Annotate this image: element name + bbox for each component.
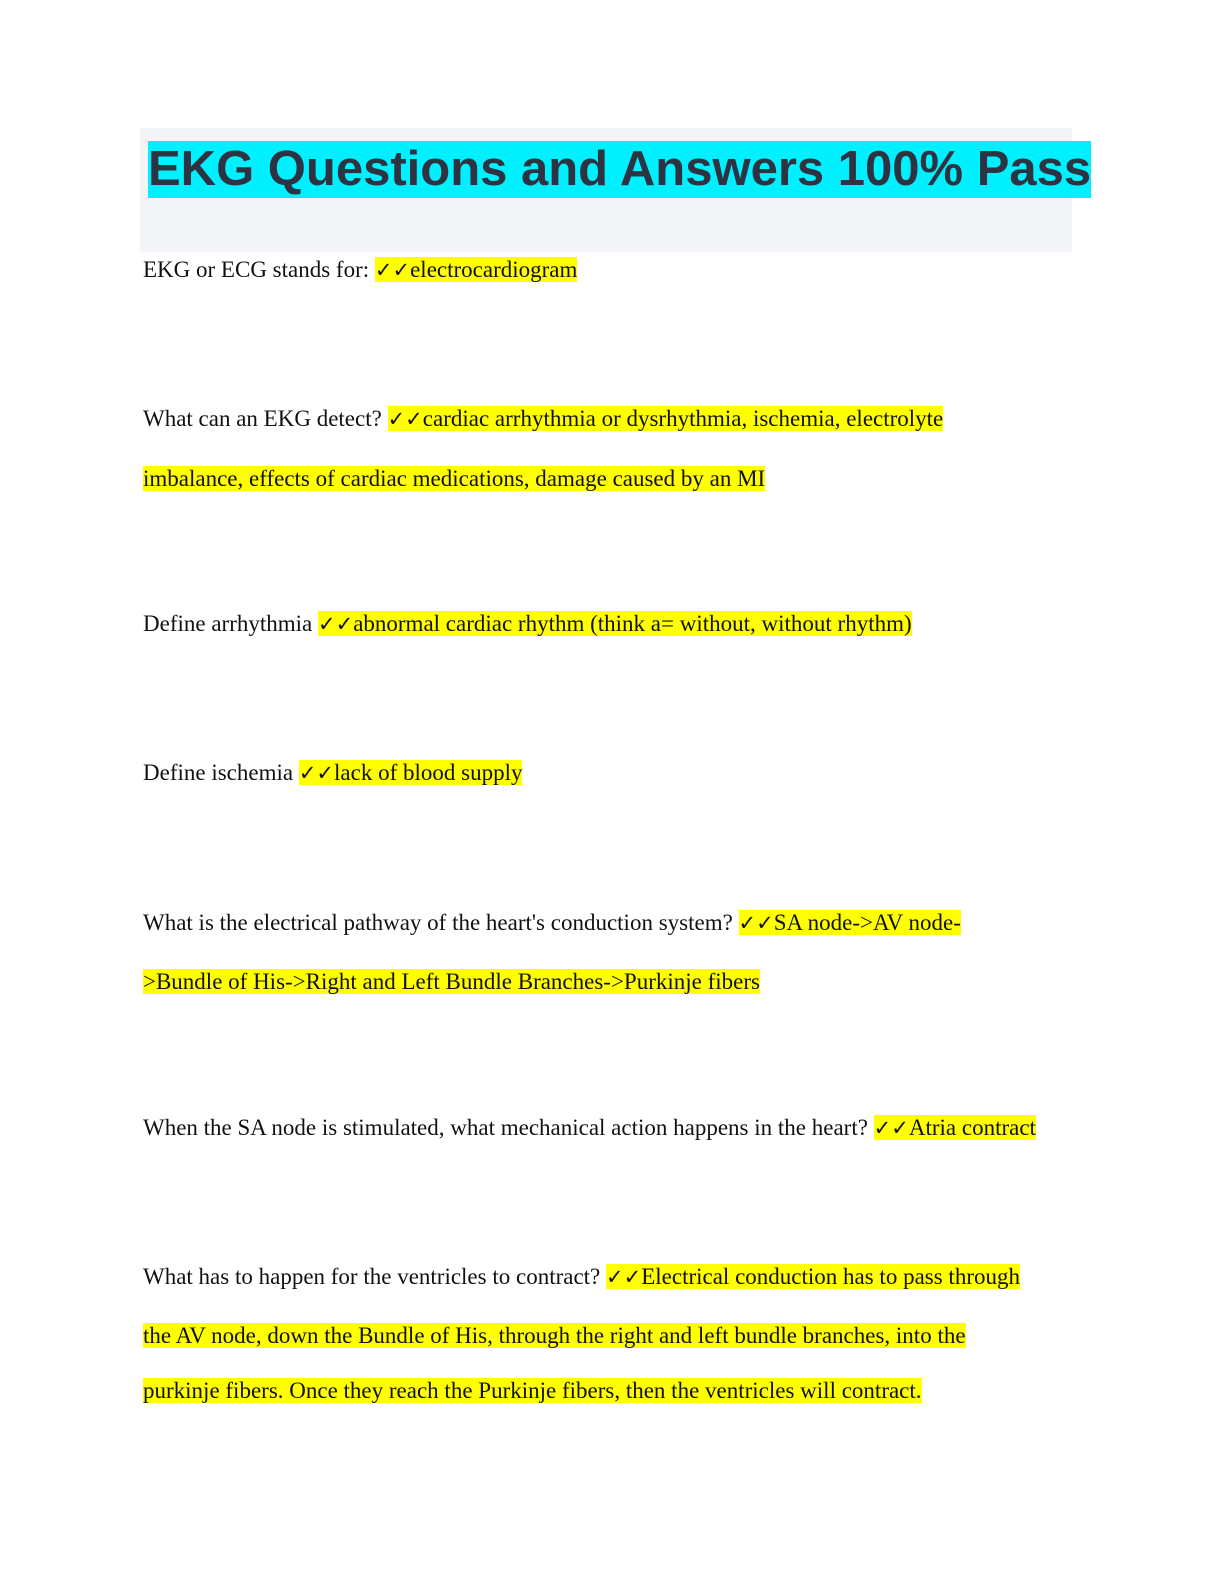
- qa-line: When the SA node is stimulated, what mec…: [143, 1112, 1036, 1144]
- answer-text: the AV node, down the Bundle of His, thr…: [143, 1323, 966, 1348]
- answer-highlight: ✓✓abnormal cardiac rhythm (think a= with…: [317, 611, 912, 636]
- answer-text: electrocardiogram: [410, 257, 578, 282]
- qa-line: What can an EKG detect? ✓✓cardiac arrhyt…: [143, 403, 944, 435]
- answer-text: Electrical conduction has to pass throug…: [641, 1264, 1020, 1289]
- answer-highlight: ✓✓lack of blood supply: [298, 760, 523, 785]
- answer-highlight: ✓✓Atria contract: [873, 1115, 1036, 1140]
- answer-highlight: ✓✓SA node->AV node-: [738, 910, 961, 935]
- question-text: Define arrhythmia: [143, 611, 318, 636]
- answer-highlight: ✓✓cardiac arrhythmia or dysrhythmia, isc…: [387, 406, 944, 431]
- qa-line: >Bundle of His->Right and Left Bundle Br…: [143, 966, 760, 998]
- qa-line: Define arrhythmia ✓✓abnormal cardiac rhy…: [143, 608, 912, 640]
- double-check-icon: ✓✓: [873, 1116, 909, 1140]
- qa-line: the AV node, down the Bundle of His, thr…: [143, 1320, 966, 1352]
- question-text: Define ischemia: [143, 760, 299, 785]
- qa-line: What has to happen for the ventricles to…: [143, 1261, 1020, 1293]
- answer-text: cardiac arrhythmia or dysrhythmia, ische…: [422, 406, 944, 431]
- qa-line: imbalance, effects of cardiac medication…: [143, 463, 766, 495]
- question-text: EKG or ECG stands for:: [143, 257, 375, 282]
- double-check-icon: ✓✓: [374, 258, 411, 282]
- answer-text: SA node->AV node-: [773, 910, 961, 935]
- question-text: What can an EKG detect?: [143, 406, 388, 431]
- qa-line: purkinje fibers. Once they reach the Pur…: [143, 1375, 922, 1407]
- double-check-icon: ✓✓: [317, 612, 354, 636]
- answer-text: purkinje fibers. Once they reach the Pur…: [143, 1378, 922, 1403]
- question-text: What is the electrical pathway of the he…: [143, 910, 739, 935]
- qa-line: What is the electrical pathway of the he…: [143, 907, 961, 939]
- answer-text: >Bundle of His->Right and Left Bundle Br…: [143, 969, 760, 994]
- double-check-icon: ✓✓: [387, 407, 423, 431]
- answer-text: Atria contract: [908, 1115, 1036, 1140]
- question-text: When the SA node is stimulated, what mec…: [143, 1115, 874, 1140]
- document-title: EKG Questions and Answers 100% Pass: [148, 141, 1092, 198]
- answer-highlight: ✓✓Electrical conduction has to pass thro…: [606, 1264, 1020, 1289]
- qa-line: Define ischemia ✓✓lack of blood supply: [143, 757, 523, 789]
- qa-line: EKG or ECG stands for: ✓✓electrocardiogr…: [143, 254, 578, 286]
- double-check-icon: ✓✓: [606, 1265, 642, 1289]
- question-text: What has to happen for the ventricles to…: [143, 1264, 607, 1289]
- double-check-icon: ✓✓: [298, 761, 335, 785]
- answer-text: abnormal cardiac rhythm (think a= withou…: [353, 611, 912, 636]
- double-check-icon: ✓✓: [738, 911, 774, 935]
- answer-highlight: ✓✓electrocardiogram: [374, 257, 578, 282]
- answer-text: imbalance, effects of cardiac medication…: [143, 466, 766, 491]
- answer-text: lack of blood supply: [334, 760, 523, 785]
